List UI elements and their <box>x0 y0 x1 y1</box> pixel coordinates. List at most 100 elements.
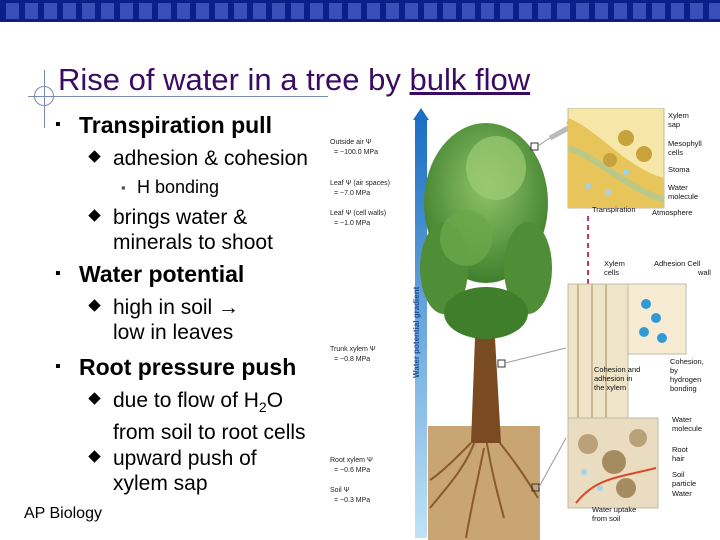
gradient-label: Water potential gradient <box>412 286 421 378</box>
soil-value: = −0.3 MPa <box>334 497 370 504</box>
gradient-arrow <box>413 108 429 538</box>
title-crosshair-circle <box>34 86 54 106</box>
stoma-label: Stoma <box>668 165 691 174</box>
topbar-cell <box>424 3 437 19</box>
topbar-cell <box>557 3 570 19</box>
topbar-cell <box>177 3 190 19</box>
topbar-cell <box>386 3 399 19</box>
topbar-cell <box>652 3 665 19</box>
label-line: by <box>670 366 678 375</box>
diamond-bullet-icon <box>88 392 101 405</box>
diamond-bullet-icon <box>88 150 101 163</box>
leaf-walls-value: = −1.0 MPa <box>334 220 370 227</box>
square-bullet-icon: ▪ <box>55 116 61 133</box>
bullet-text: Transpiration pull <box>79 112 272 138</box>
label-line: bonding <box>670 384 697 393</box>
label-line: Root <box>672 445 689 454</box>
topbar-cell <box>538 3 551 19</box>
label-line: from soil <box>592 514 621 523</box>
tree-water-transport-diagram: Water potential gradient Outside air Ψ =… <box>330 108 711 540</box>
footer-course-label: AP Biology <box>24 505 102 522</box>
topbar-cell <box>44 3 57 19</box>
diamond-bullet-icon <box>88 209 101 222</box>
topbar-cell <box>196 3 209 19</box>
topbar-cell <box>633 3 646 19</box>
label-line: Xylem <box>668 111 689 120</box>
root-cross-section <box>567 417 659 509</box>
atmosphere-label: Atmosphere <box>652 208 692 217</box>
label-line: Mesophyll <box>668 139 702 148</box>
stem-cross-section <box>567 283 687 419</box>
leaf-cross-section <box>567 108 665 209</box>
leaf-walls-label: Leaf Ψ (cell walls) <box>330 210 386 217</box>
label-line: Water <box>668 183 688 192</box>
root-xylem-label: Root xylem Ψ <box>330 457 373 464</box>
topbar-cell <box>25 3 38 19</box>
bullet-h-bonding: ▪H bonding <box>121 177 220 198</box>
bullet-brings-water: brings water &minerals to shoot <box>88 205 273 255</box>
topbar-cell <box>329 3 342 19</box>
topbar-cell <box>443 3 456 19</box>
bullet-water-potential: ▪ Water potential <box>55 261 245 288</box>
bullet-root-pressure: ▪Root pressure push <box>55 354 297 381</box>
bullet-text: Root pressure push <box>79 354 297 380</box>
bullet-text: Water potential <box>79 261 245 287</box>
bullet-transpiration-pull: ▪ Transpiration pull <box>55 112 272 139</box>
bullet-text-line2: low in leaves <box>113 321 234 344</box>
label-line: particle <box>672 479 696 488</box>
topbar-cell <box>709 3 720 19</box>
topbar-cell <box>462 3 475 19</box>
topbar-cell <box>139 3 152 19</box>
topbar-cell <box>158 3 171 19</box>
topbar-cell <box>291 3 304 19</box>
bullet-text: H bonding <box>137 177 220 197</box>
top-decorative-bar <box>0 0 720 22</box>
leaf-air-label: Leaf Ψ (air spaces) <box>330 180 390 187</box>
topbar-cell <box>595 3 608 19</box>
topbar-cell <box>234 3 247 19</box>
topbar-cell <box>272 3 285 19</box>
transpiration-label: Transpiration <box>592 205 636 214</box>
text-part: due to flow of H <box>113 389 259 412</box>
label-line: Water uptake <box>592 505 636 514</box>
topbar-cell <box>690 3 703 19</box>
topbar-cell <box>500 3 513 19</box>
label-line: cells <box>668 148 683 157</box>
water-potential-values: Outside air Ψ = −100.0 MPa Leaf Ψ (air s… <box>330 139 390 504</box>
subscript: 2 <box>258 399 267 416</box>
outside-air-value: = −100.0 MPa <box>334 149 378 156</box>
slide-title: Rise of water in a tree by bulk flow <box>58 62 530 98</box>
topbar-cell <box>481 3 494 19</box>
topbar-cell <box>215 3 228 19</box>
text-part: O <box>266 389 284 412</box>
topbar-cell <box>348 3 361 19</box>
label-line: Cohesion, <box>670 357 704 366</box>
trunk-xylem-value: = −0.8 MPa <box>334 356 370 363</box>
bullet-text-line2: from soil to root cells <box>113 421 306 445</box>
soil-label: Soil Ψ <box>330 487 350 494</box>
diamond-bullet-icon <box>88 299 101 312</box>
square-bullet-icon: ▪ <box>55 265 61 282</box>
bullet-text-line2: xylem sap <box>113 472 208 495</box>
topbar-cell <box>310 3 323 19</box>
title-emphasis: bulk flow <box>409 62 531 97</box>
bullet-text-line1: brings water & <box>113 206 248 229</box>
bullet-text-line1: upward push of <box>113 447 257 470</box>
label-line: cells <box>604 268 619 277</box>
topbar-cell <box>101 3 114 19</box>
label-line: molecule <box>672 424 702 433</box>
topbar-cell <box>63 3 76 19</box>
outside-air-label: Outside air Ψ <box>330 139 372 146</box>
